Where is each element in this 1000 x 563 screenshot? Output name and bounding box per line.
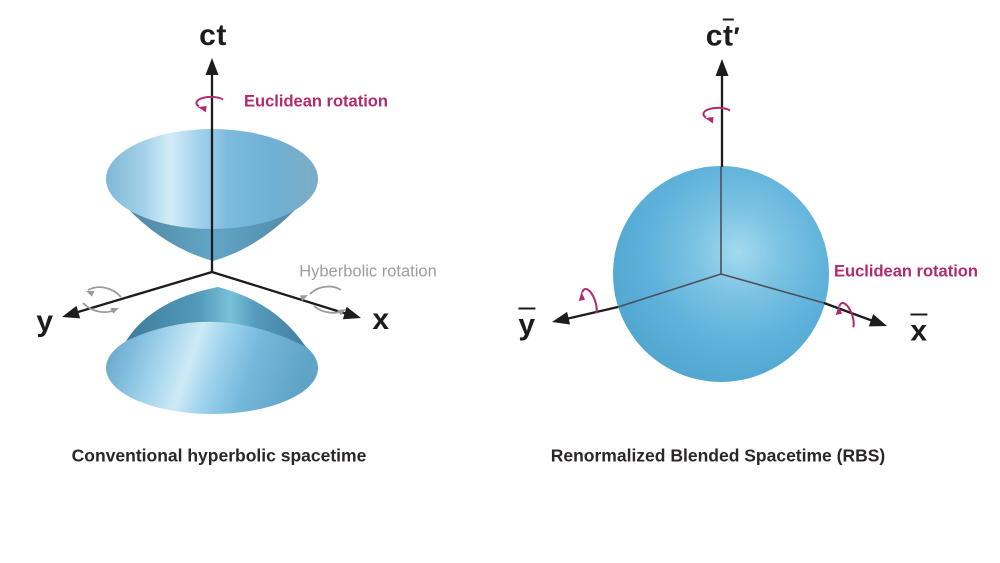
rotation-arrowhead-icon xyxy=(835,305,843,315)
x-bar-axis-line xyxy=(823,301,874,323)
ct-bar-axis-arrowhead xyxy=(715,59,729,76)
x-axis-arrowhead xyxy=(342,306,361,320)
left-x-axis-label: x xyxy=(372,303,390,336)
x-axis-line xyxy=(211,270,348,316)
squeeze-arrowhead-icon xyxy=(86,290,95,297)
ct-prefix: c xyxy=(705,19,723,53)
x-bar-axis-arrowhead xyxy=(868,314,887,327)
left-figure-caption: Conventional hyperbolic spacetime xyxy=(71,445,367,466)
hyperbolic-rotation-arrows-icon xyxy=(82,285,346,316)
right-x-axis-label: x xyxy=(910,313,928,349)
t-with-overbar: t xyxy=(722,18,734,53)
left-axes xyxy=(77,74,348,316)
x-with-overbar: x xyxy=(910,313,928,348)
hyperbolic-rotation-label: Hyberbolic rotation xyxy=(299,262,437,281)
left-y-axis-label: y xyxy=(36,305,54,338)
y-with-overbar: y xyxy=(518,307,536,342)
rotation-arrowhead-icon xyxy=(705,116,714,124)
right-sphere-figure xyxy=(552,59,887,382)
squeeze-arrowhead-icon xyxy=(110,308,119,314)
rotation-loop-icon-ct-bar xyxy=(702,106,731,124)
lower-cone-apex-cap xyxy=(126,287,306,347)
rotation-arrowhead-icon xyxy=(578,291,586,301)
right-axis-arrowheads xyxy=(552,59,887,327)
left-axis-arrowheads xyxy=(62,58,361,320)
ct-axis-arrowhead xyxy=(205,58,219,75)
right-y-axis-label: y xyxy=(518,307,536,343)
left-euclidean-rotation-label: Euclidean rotation xyxy=(244,92,388,111)
left-time-axis-label: ct xyxy=(199,19,227,52)
squeeze-arrowhead-icon xyxy=(337,309,346,316)
rotation-arrowhead-icon xyxy=(198,105,207,113)
y-bar-axis-arrowhead xyxy=(552,311,571,325)
y-axis-arrowhead xyxy=(62,305,81,319)
rotation-loop-icon-x-bar xyxy=(835,302,855,328)
y-axis-line xyxy=(77,270,213,314)
prime-mark: ′ xyxy=(733,21,741,52)
right-figure-caption: Renormalized Blended Spacetime (RBS) xyxy=(550,445,886,466)
rotation-loop-icon-y-bar xyxy=(578,288,598,314)
rotation-loop-icon-ct xyxy=(195,95,224,113)
sphere-internal-axes xyxy=(617,167,825,308)
y-bar-axis-line xyxy=(565,305,619,321)
lower-cone-surface xyxy=(106,322,318,414)
left-light-cone-figure xyxy=(62,58,361,414)
right-euclidean-rotation-label: Euclidean rotation xyxy=(834,262,978,281)
right-time-axis-label: ct′ xyxy=(705,18,741,54)
right-axes xyxy=(565,75,874,323)
squeeze-arrowhead-icon xyxy=(299,295,308,302)
